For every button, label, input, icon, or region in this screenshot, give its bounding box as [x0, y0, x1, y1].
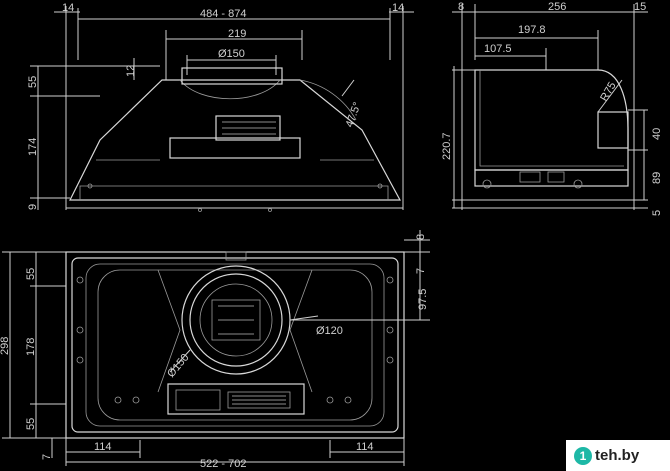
plan-view — [2, 230, 430, 466]
dim-plan-178: 178 — [25, 338, 37, 356]
dim-front-top-margin-right: 14 — [392, 2, 404, 14]
dim-front-width-range: 484 - 874 — [200, 8, 246, 20]
dim-front-offset-small: 12 — [125, 65, 137, 77]
teh-logo-icon: 1 — [574, 446, 592, 465]
dim-plan-top-gap: 8 — [415, 234, 427, 240]
watermark-text: teh.by — [595, 447, 640, 464]
dim-plan-diameter-120: Ø120 — [316, 325, 343, 337]
dim-side-left-margin: 8 — [458, 1, 464, 13]
dim-front-inner-width: 219 — [228, 28, 246, 40]
dim-plan-114-right: 114 — [356, 441, 374, 453]
dim-side-depth: 256 — [548, 1, 566, 13]
front-view — [30, 6, 414, 212]
dim-plan-55-bottom: 55 — [25, 418, 37, 430]
dim-plan-7-top: 7 — [415, 268, 427, 274]
dim-plan-55-top: 55 — [25, 268, 37, 280]
dim-side-5: 5 — [651, 210, 663, 216]
dim-front-bottom: 9 — [27, 204, 39, 210]
dim-side-89: 89 — [651, 172, 663, 184]
dim-front-angle: 47.5° — [344, 101, 364, 129]
watermark: 1 teh.by — [566, 440, 670, 471]
dim-plan-7-bottom: 7 — [41, 454, 53, 460]
dim-front-top-height: 55 — [27, 76, 39, 88]
dim-front-outlet-diameter: Ø150 — [218, 48, 245, 60]
dim-side-radius: R75 — [598, 80, 618, 103]
side-view — [452, 4, 648, 210]
dim-plan-114-left: 114 — [94, 441, 112, 453]
dim-front-top-margin-left: 14 — [62, 2, 74, 14]
dim-front-body-height: 174 — [27, 138, 39, 156]
dim-side-height: 220.7 — [441, 132, 453, 160]
dim-plan-width-range: 522 - 702 — [200, 458, 246, 470]
dim-side-107: 107.5 — [484, 43, 512, 55]
dim-side-197: 197.8 — [518, 24, 546, 36]
dim-plan-right-975: 97.5 — [417, 289, 429, 310]
dim-plan-height: 298 — [0, 337, 11, 355]
dim-side-right-margin: 15 — [634, 1, 646, 13]
dim-side-40: 40 — [651, 128, 663, 140]
dim-plan-diameter-150: Ø150 — [165, 352, 191, 380]
